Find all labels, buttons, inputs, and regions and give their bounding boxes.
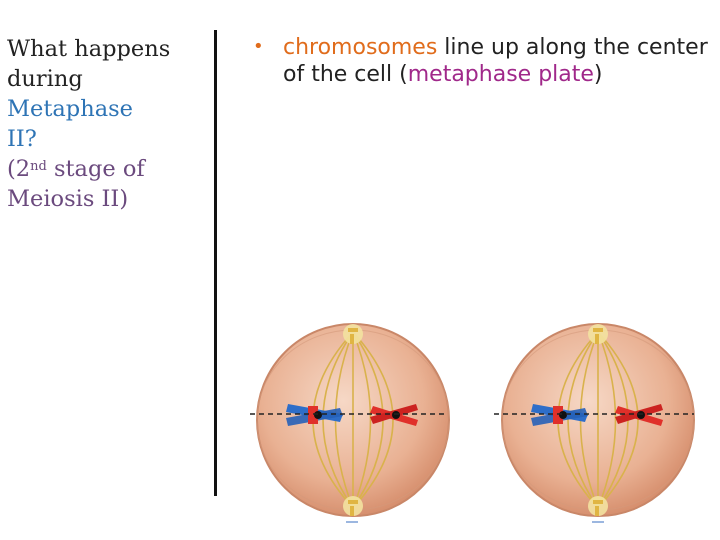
title-line-1: What happens — [7, 36, 171, 62]
title-line-2: during — [7, 66, 83, 92]
centrosome-bottom-left — [343, 496, 363, 516]
bullet-text: chromosomes line up along the center of … — [253, 34, 713, 88]
centrosome-bottom-right — [588, 496, 608, 516]
metaphase-ii-cells-illustration — [250, 323, 695, 523]
subtitle-open: (2 — [7, 156, 31, 182]
title-term-metaphase: Metaphase — [7, 96, 133, 122]
chromosome-blue-left — [286, 404, 343, 426]
bullet-text-2: ) — [593, 62, 603, 87]
term-metaphase-plate: metaphase plate — [407, 62, 594, 87]
bullet-marker: • — [253, 36, 264, 57]
centrosome-top-right — [588, 324, 608, 344]
vertical-divider — [214, 30, 217, 496]
bullet-text-1: line up along the center of the cell ( — [283, 35, 708, 87]
chromosome-blue-right — [531, 404, 588, 426]
term-chromosomes: chromosomes — [283, 35, 438, 60]
title-subtitle: (2nd stage of — [7, 154, 207, 184]
centrosome-top-left — [343, 324, 363, 344]
slide-title: What happens during Metaphase II? (2nd s… — [7, 34, 207, 214]
bullet-point: • chromosomes line up along the center o… — [253, 34, 713, 88]
title-term-ii: II? — [7, 126, 37, 152]
cell-left — [256, 323, 450, 517]
subtitle-sup: nd — [30, 159, 47, 174]
title-subtitle-2: Meiosis II) — [7, 186, 129, 212]
spindle-fibers-right — [557, 331, 639, 509]
cell-right — [501, 323, 695, 517]
subtitle-rest: stage of — [46, 156, 145, 182]
